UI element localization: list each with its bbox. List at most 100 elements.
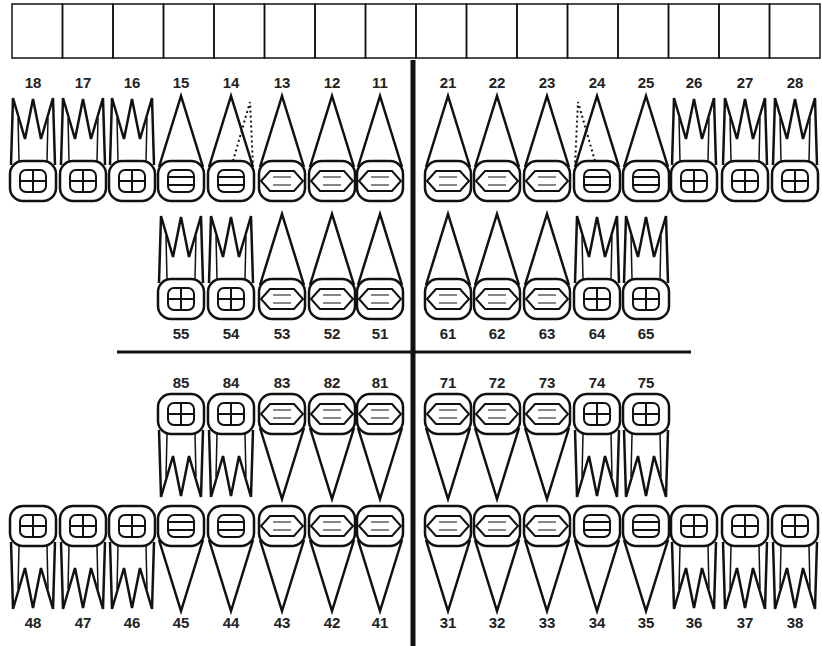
tooth-symbol [357,96,403,201]
tooth-number: 53 [274,326,291,341]
record-box [719,4,770,58]
tooth-symbol [574,506,620,611]
tooth-number: 51 [372,326,389,341]
record-box [265,4,316,58]
tooth-number: 72 [489,375,506,390]
tooth-number: 25 [638,75,655,90]
arch-divider [117,351,691,354]
tooth-symbol [474,214,520,319]
tooth-symbol [574,96,620,201]
tooth-symbol [623,506,669,611]
tooth-number: 61 [440,326,457,341]
tooth-number: 23 [539,75,556,90]
tooth-number: 31 [440,615,457,630]
teeth [10,96,818,611]
tooth-symbol [574,216,620,319]
tooth-symbol [357,214,403,319]
tooth-symbol [357,506,403,611]
tooth-symbol [158,216,204,319]
tooth-symbol [158,96,204,201]
tooth-symbol [722,98,768,201]
tooth-symbol [623,394,669,497]
tooth-symbol [623,96,669,201]
tooth-symbol [474,394,520,499]
tooth-symbol [109,506,155,609]
tooth-number: 42 [324,615,341,630]
tooth-symbol [425,506,471,611]
tooth-symbol [309,214,355,319]
tooth-symbol [60,506,106,609]
tooth-symbol [524,214,570,319]
tooth-number: 32 [489,615,506,630]
tooth-symbol [524,506,570,611]
tooth-number: 43 [274,615,291,630]
tooth-symbol [474,506,520,611]
tooth-number: 33 [539,615,556,630]
tooth-number: 24 [589,75,606,90]
tooth-number: 74 [589,375,606,390]
tooth-symbol [109,98,155,201]
tooth-symbol [10,506,56,609]
record-box [770,4,821,58]
tooth-symbol [623,216,669,319]
tooth-number: 15 [173,75,190,90]
tooth-symbol [208,96,254,201]
tooth-number: 38 [787,615,804,630]
record-box [669,4,720,58]
tooth-number: 17 [75,75,92,90]
record-box [63,4,114,58]
tooth-symbol [208,216,254,319]
tooth-number: 83 [274,375,291,390]
tooth-number: 65 [638,326,655,341]
record-box [113,4,164,58]
tooth-symbol [208,506,254,611]
tooth-number: 41 [372,615,389,630]
tooth-number: 63 [539,326,556,341]
tooth-number: 73 [539,375,556,390]
tooth-number: 18 [25,75,42,90]
tooth-number: 16 [124,75,141,90]
tooth-number: 85 [173,375,190,390]
tooth-number: 36 [686,615,703,630]
tooth-symbol [671,506,717,609]
tooth-symbol [309,96,355,201]
tooth-number: 11 [372,75,388,90]
tooth-number: 45 [173,615,190,630]
tooth-number: 28 [787,75,804,90]
tooth-symbol [722,506,768,609]
tooth-number: 27 [737,75,754,90]
tooth-symbol [474,96,520,201]
tooth-symbol [259,506,305,611]
tooth-symbol [259,214,305,319]
tooth-number: 48 [25,615,42,630]
tooth-symbol [671,98,717,201]
tooth-symbol [309,506,355,611]
record-box [366,4,417,58]
record-boxes [12,4,820,58]
tooth-number: 81 [372,375,389,390]
tooth-symbol [574,394,620,497]
tooth-number: 12 [324,75,341,90]
tooth-number: 62 [489,326,506,341]
tooth-symbol [524,96,570,201]
tooth-symbol [425,96,471,201]
record-box [214,4,265,58]
tooth-number: 35 [638,615,655,630]
record-box [12,4,63,58]
tooth-symbol [524,394,570,499]
tooth-symbol [772,98,818,201]
record-box [315,4,366,58]
tooth-symbol [259,394,305,499]
tooth-symbol [60,98,106,201]
tooth-symbol [357,394,403,499]
tooth-number: 37 [737,615,754,630]
record-box [517,4,568,58]
tooth-number: 46 [124,615,141,630]
record-box [164,4,215,58]
tooth-symbol [208,394,254,497]
tooth-number: 22 [489,75,506,90]
tooth-number: 64 [589,326,606,341]
tooth-number: 44 [223,615,240,630]
